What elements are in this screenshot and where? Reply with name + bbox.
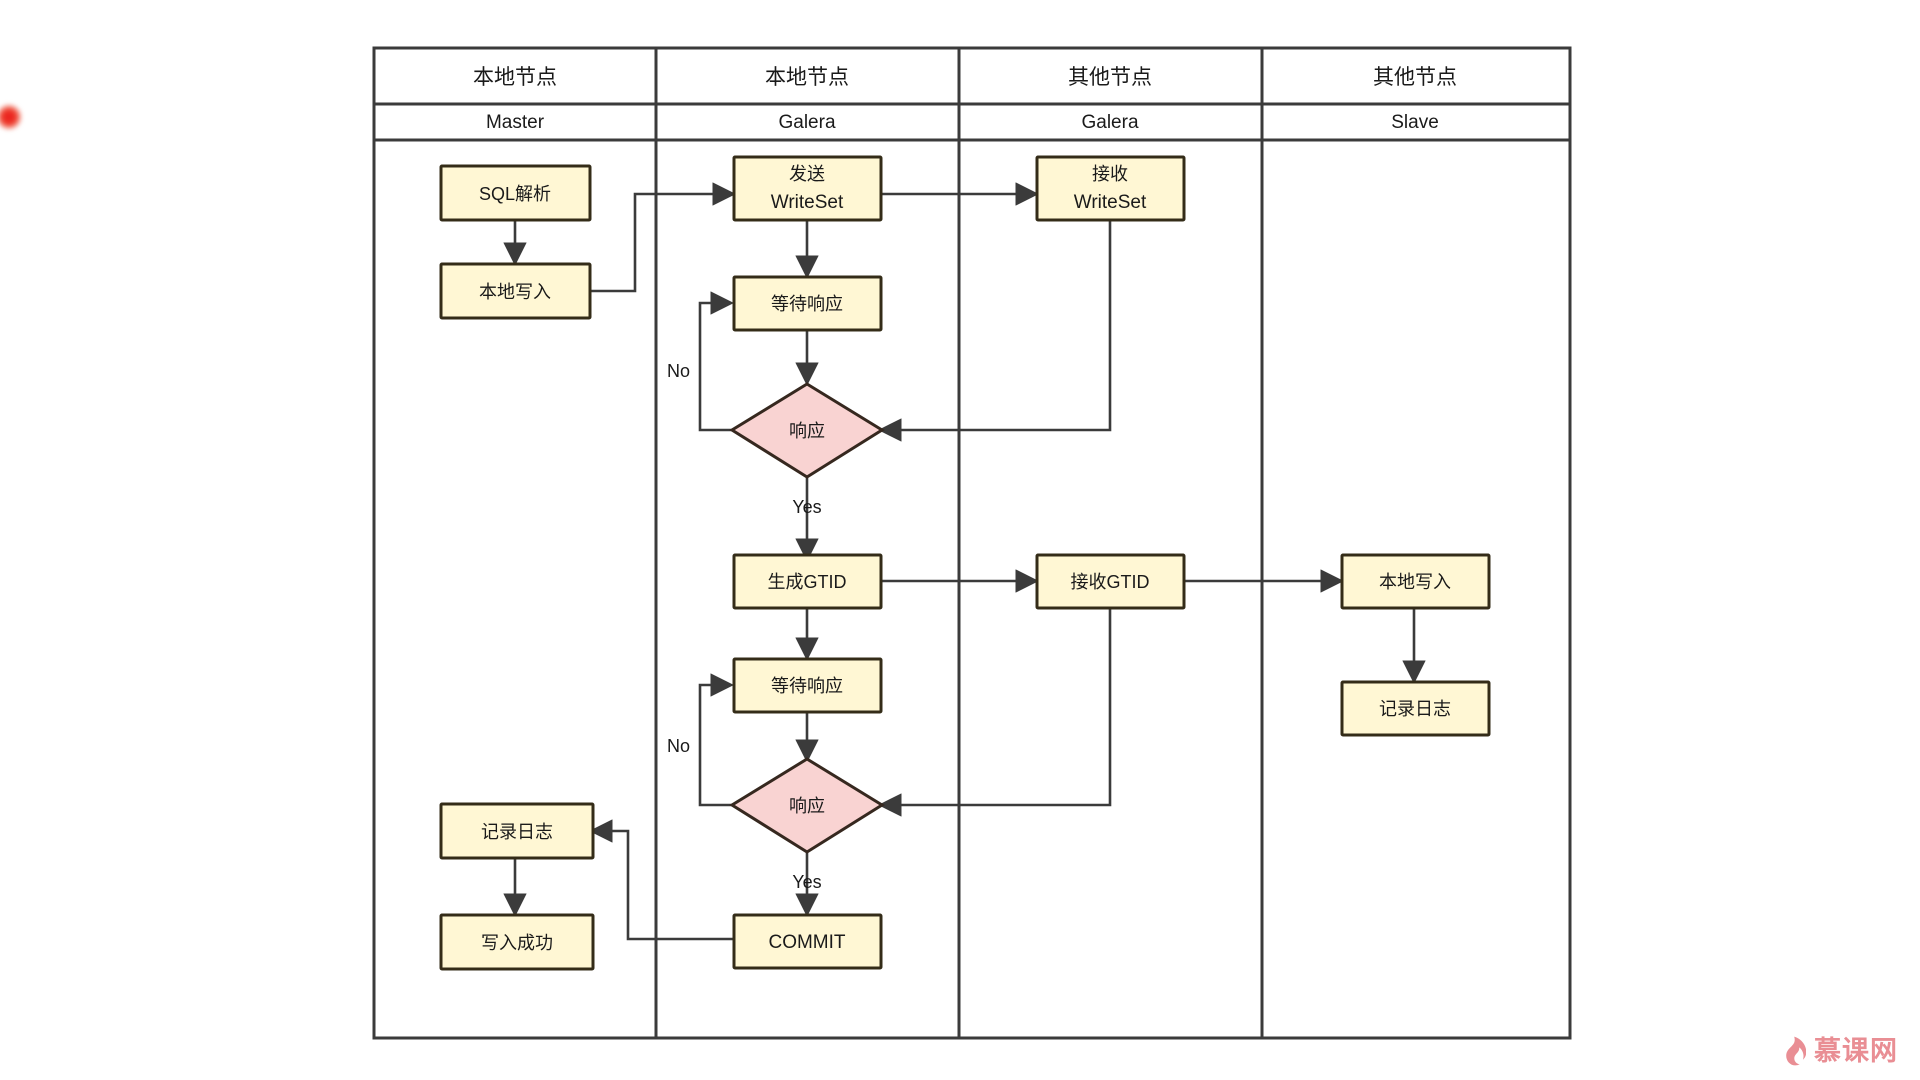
edge-recvws-to-resp1 [878, 220, 1112, 442]
node-label: SQL解析 [479, 184, 551, 204]
edge-label-yes-1: Yes [792, 497, 821, 517]
red-dot-marker [0, 104, 22, 130]
node-local-write-master[interactable]: 本地写入 [439, 262, 592, 320]
lane-subtitle-2: Galera [778, 112, 835, 133]
node-label: 等待响应 [771, 294, 843, 314]
edge-labels: No Yes No Yes [667, 361, 822, 892]
node-decision-response-2[interactable]: 响应 [729, 757, 885, 854]
node-receive-gtid[interactable]: 接收GTID [1035, 553, 1186, 610]
node-label: 记录日志 [1379, 699, 1451, 719]
node-label: COMMIT [768, 932, 845, 953]
node-commit[interactable]: COMMIT [732, 913, 883, 970]
node-label: 记录日志 [481, 822, 553, 842]
node-label: 写入成功 [481, 933, 553, 953]
edge-recvgtid-to-resp2 [878, 607, 1112, 817]
node-label: 等待响应 [771, 676, 843, 696]
flame-icon [1786, 1036, 1806, 1066]
node-receive-writeset[interactable]: 接收 WriteSet [1035, 155, 1186, 222]
lane-subtitle-3: Galera [1081, 112, 1138, 133]
node-local-write-slave[interactable]: 本地写入 [1340, 553, 1491, 610]
lane-header-3: 其他节点 Galera [1068, 66, 1152, 133]
node-send-writeset[interactable]: 发送 WriteSet [732, 155, 883, 222]
node-generate-gtid[interactable]: 生成GTID [732, 553, 883, 610]
edge-resp2-no-loop [698, 673, 734, 807]
node-wait-response-1[interactable]: 等待响应 [732, 275, 883, 332]
node-label: 生成GTID [768, 572, 847, 592]
node-record-log-master[interactable]: 记录日志 [439, 802, 595, 860]
watermark: 慕课网 [1780, 1036, 1898, 1066]
node-label: 接收 [1092, 164, 1128, 184]
node-label: 本地写入 [1379, 572, 1451, 592]
lane-header-1: 本地节点 Master [473, 66, 557, 133]
node-record-log-slave[interactable]: 记录日志 [1340, 680, 1491, 737]
edge-localwrite-to-sendws [590, 182, 736, 293]
edge-label-no-2: No [667, 736, 690, 756]
node-label: 接收GTID [1071, 572, 1150, 592]
lane-title-2: 本地节点 [765, 66, 849, 89]
watermark-text: 慕课网 [1814, 1035, 1898, 1067]
lane-title-3: 其他节点 [1068, 66, 1152, 89]
lane-title-1: 本地节点 [473, 66, 557, 89]
edge-resp1-no-loop [698, 291, 734, 432]
node-label-line2: WriteSet [771, 192, 844, 213]
node-label: 本地写入 [479, 282, 551, 302]
edge-label-no-1: No [667, 361, 690, 381]
edge-commit-to-log1 [589, 819, 733, 941]
node-write-success[interactable]: 写入成功 [439, 913, 595, 971]
lane-subtitle-4: Slave [1391, 112, 1439, 133]
edges [503, 182, 1426, 941]
node-label-line2: WriteSet [1074, 192, 1147, 213]
lane-title-4: 其他节点 [1373, 66, 1457, 89]
lane-subtitle-1: Master [486, 112, 545, 133]
lane-header-4: 其他节点 Slave [1373, 66, 1457, 133]
node-wait-response-2[interactable]: 等待响应 [732, 657, 883, 714]
node-sql-parse[interactable]: SQL解析 [439, 164, 592, 222]
node-label: 发送 [789, 164, 825, 184]
node-decision-response-1[interactable]: 响应 [729, 382, 885, 479]
lane-header-2: 本地节点 Galera [765, 66, 849, 133]
node-label: 响应 [789, 421, 825, 441]
node-label: 响应 [789, 796, 825, 816]
edge-label-yes-2: Yes [792, 872, 821, 892]
